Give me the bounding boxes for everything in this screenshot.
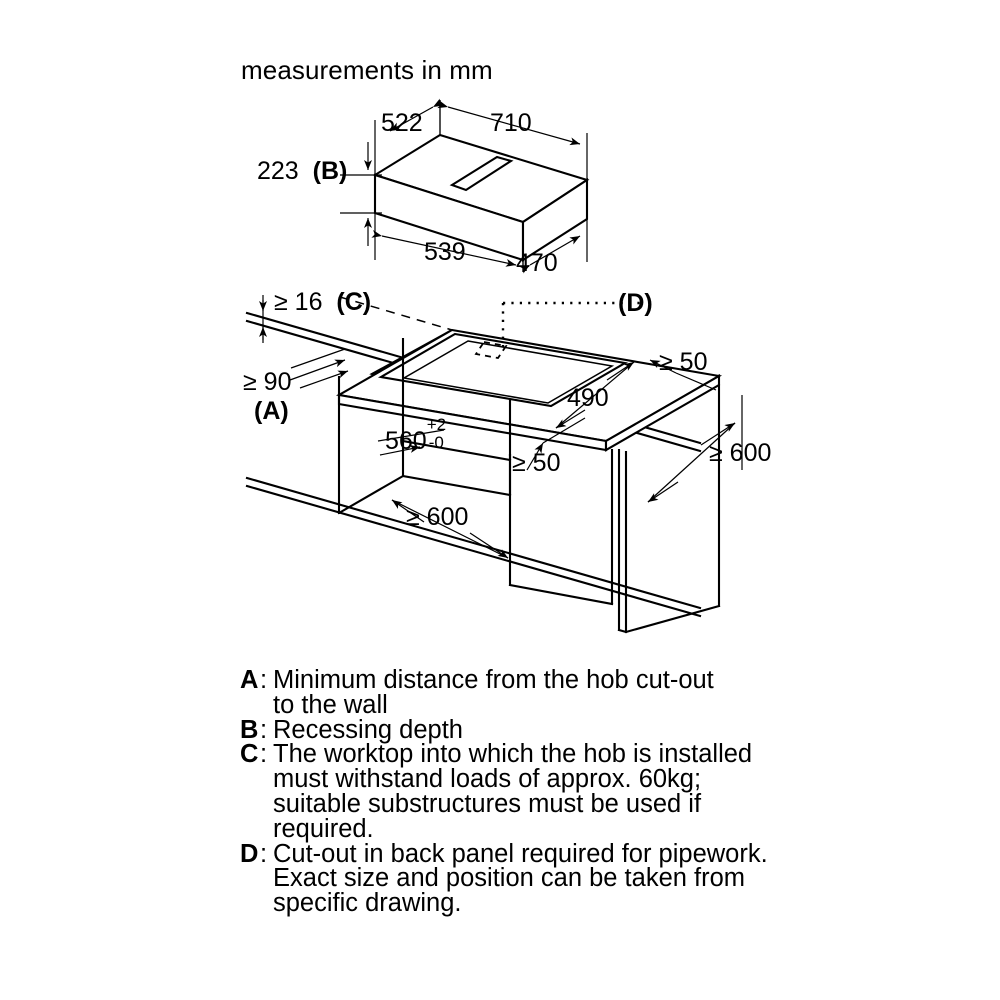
dim-560-leader [377,429,445,456]
dim-223-value: 223 [257,157,299,185]
legend-colon-d: : [260,839,268,868]
legend-d-line-3: specific drawing. [273,889,462,918]
legend-d-line-2: Exact size and position can be taken fro… [273,864,746,893]
dim-50-right-leader [649,359,717,391]
legend-a-line-1: Minimum distance from the hob cut-out [273,666,714,694]
legend-c-line-2: must withstand loads of approx. 60kg; [273,765,702,794]
legend-key-d: D [240,839,259,868]
dim-label-710: 710 [490,109,532,137]
legend-c-line-3: suitable substructures must be used if [273,789,702,818]
dim-label-600-left: ≥ 600 [406,503,469,531]
legend-b-line-1: Recessing depth [273,715,463,744]
dim-90-leader [289,348,349,389]
hob-cutout-opening [377,332,629,408]
dim-223-suffix: (B) [312,157,348,185]
dim-560-sub: -0 [428,433,444,452]
legend-colon-a: : [260,666,268,694]
dim-560-sup: +2 [426,415,447,434]
legend-text-d: Cut-out in back panel required for pipew… [273,839,800,918]
dim-label-560: 560+2-0 [385,416,451,455]
dim-50-center-leader [526,417,586,471]
legend-colon-b: : [260,715,268,744]
marker-label-d: (D) [618,289,653,317]
marker-d-leader [474,301,640,359]
dim-490-leader [555,361,635,429]
dim-600-left-leader [391,499,509,559]
dim-710-leader [437,100,588,180]
dim-16-value: ≥ 16 [274,288,323,316]
dim-16-suffix: (C) [336,288,372,316]
dim-label-90: ≥ 90 [243,368,292,396]
dim-470-leader [519,219,588,274]
dim-560-tolerance: +2-0 [427,416,451,452]
legend-c-line-1: The worktop into which the hob is instal… [273,740,753,769]
legend-item-d: D : Cut-out in back panel required for p… [240,839,800,918]
legend-item-c: C : The worktop into which the hob is in… [240,740,800,843]
dim-label-539: 539 [424,238,466,266]
dim-label-522: 522 [381,109,423,137]
dim-label-50-center: ≥ 50 [512,449,561,477]
legend-item-b: B : Recessing depth [240,715,800,744]
legend-a-line-2: to the wall [273,690,388,719]
legend-text-b: Recessing depth [273,715,800,744]
legend-key-a: A [240,666,259,694]
notes-legend: A : Minimum distance from the hob cut-ou… [240,666,800,918]
dim-label-470: 470 [516,249,558,277]
dim-label-223-b: 223 (B) [257,159,347,184]
dim-label-a-marker: (A) [254,397,289,425]
legend-c-line-4: required. [273,814,374,843]
legend-key-c: C [240,740,259,769]
cabinet-left-panel [337,337,405,515]
dim-label-600-right: ≥ 600 [709,439,772,467]
construction-dashed-line [339,296,453,331]
cabinet-right-body [508,448,614,606]
legend-colon-c: : [260,740,268,769]
legend-text-c: The worktop into which the hob is instal… [273,740,800,843]
dim-label-490: 490 [567,384,609,412]
legend-text-a: Minimum distance from the hob cut-out to… [273,666,800,719]
dim-560-base: 560 [385,427,427,455]
dim-600-right-leader [647,395,743,503]
measurements-unit-note: measurements in mm [241,55,493,85]
legend-d-line-1: Cut-out in back panel required for pipew… [273,839,768,868]
back-wall-lower-band [245,476,702,618]
legend-key-b: B [240,715,259,744]
cabinet-right-flank [617,383,721,634]
legend-item-a: A : Minimum distance from the hob cut-ou… [240,666,800,719]
dim-label-50-right: ≥ 50 [659,348,708,376]
dim-label-16-c: ≥ 16 (C) [274,290,371,315]
